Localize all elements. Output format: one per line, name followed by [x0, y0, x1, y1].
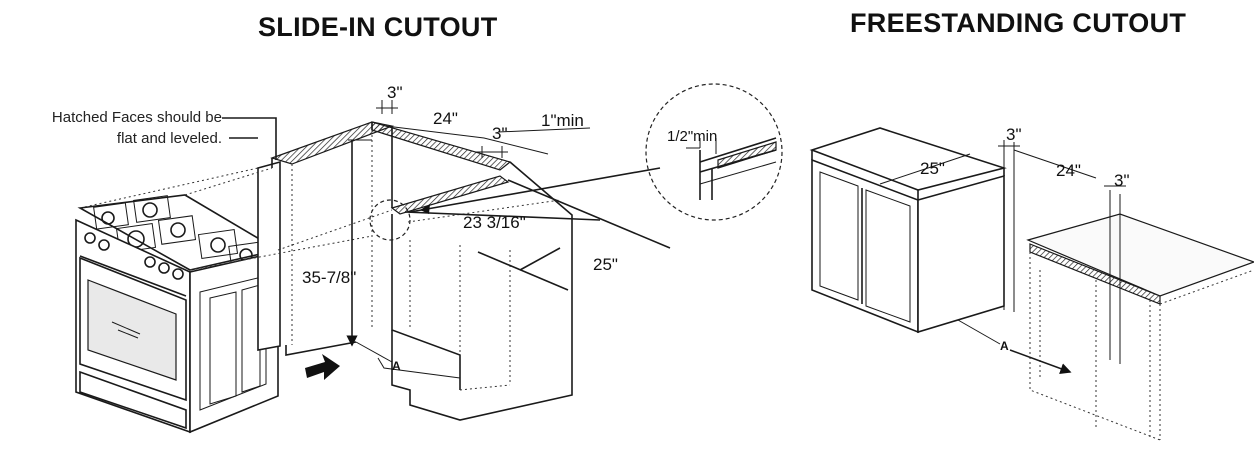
dim-top-gap: 3" [387, 83, 403, 102]
detail-leader-line [409, 167, 661, 213]
freestanding-cabinet-right [1026, 213, 1254, 441]
slide-in-title: SLIDE-IN CUTOUT [258, 12, 498, 42]
detail-marker-circle [369, 199, 411, 241]
note-line-2: flat and leveled. [116, 130, 222, 147]
note-line-1: Hatched Faces should be [51, 109, 222, 126]
dim-depth: 24" [433, 109, 458, 128]
slide-in-dimensions [346, 100, 671, 379]
detail-callout [645, 83, 783, 221]
hatched-face-front [390, 175, 510, 215]
dim-detail-min: 1/2"min [667, 128, 717, 145]
label-a-slide-in: A [392, 359, 401, 373]
fs-dim-top-gap: 3" [1006, 125, 1022, 144]
dim-depth-outer: 25" [593, 255, 618, 274]
slide-in-cabinets [257, 121, 573, 421]
projection-lines [79, 167, 393, 271]
freestanding-cabinet-left [809, 127, 1007, 334]
left-cabinet-side [917, 174, 1005, 334]
range-illustration [75, 194, 281, 434]
oven-door [79, 256, 187, 402]
freestanding-title: FREESTANDING CUTOUT [850, 8, 1187, 38]
right-counter-top [1026, 213, 1254, 297]
right-cabinet-outline [391, 161, 573, 421]
left-cabinet-front [811, 158, 919, 334]
freestanding-dimensions [879, 140, 1126, 374]
dim-height: 35-7/8" [302, 268, 356, 287]
burner-grates [93, 195, 266, 267]
push-arrow-icon [305, 354, 340, 380]
oven-window [87, 279, 177, 381]
fs-dim-counter-depth: 25" [920, 159, 945, 178]
label-a-freestanding: A [1000, 339, 1009, 353]
dim-side-gap: 3" [492, 124, 508, 143]
dim-width: 23 3/16" [463, 213, 526, 232]
oven-handle [79, 255, 187, 297]
range-knobs [84, 232, 184, 280]
dim-min-clear: 1"min [541, 111, 584, 130]
note-leader-line [222, 117, 277, 160]
hatched-faces-note: Hatched Faces should be flat and leveled… [4, 107, 222, 149]
storage-drawer [79, 370, 187, 430]
left-cabinet-panel [257, 160, 281, 351]
fs-dim-side-gap: 3" [1114, 171, 1130, 190]
fs-dim-depth: 24" [1056, 161, 1081, 180]
